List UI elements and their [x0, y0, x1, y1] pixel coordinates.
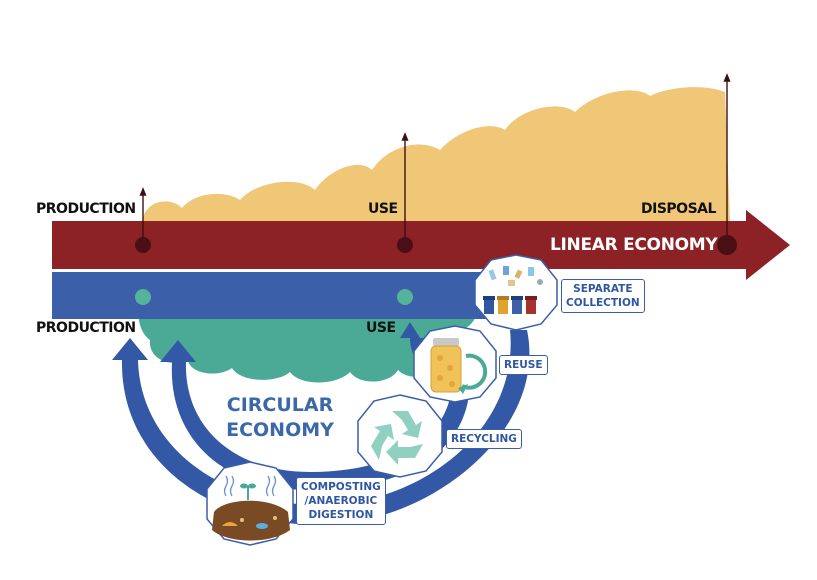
linear-production-label: PRODUCTION: [36, 201, 136, 217]
composting-line2: /ANAEROBIC: [304, 495, 378, 507]
recycling-badge: [357, 394, 443, 478]
separate-collection-tag: SEPARATE COLLECTION: [561, 279, 645, 313]
circular-economy-title-line1: CIRCULAR: [226, 394, 334, 416]
linear-economy-title: LINEAR ECONOMY: [550, 235, 718, 255]
separate-collection-line2: COLLECTION: [566, 297, 640, 309]
reuse-badge: [413, 325, 497, 403]
linear-disposal-label: DISPOSAL: [641, 201, 716, 217]
composting-badge: [206, 461, 294, 546]
linear-use-label: USE: [368, 201, 398, 217]
separate-collection-badge: [474, 254, 558, 331]
circular-economy-title-line2: ECONOMY: [226, 419, 334, 441]
composting-line3: DIGESTION: [308, 509, 374, 521]
composting-line1: COMPOSTING: [301, 481, 381, 493]
separate-collection-line1: SEPARATE: [573, 283, 633, 295]
circular-production-label: PRODUCTION: [36, 320, 136, 336]
linear-production-dot: [135, 237, 151, 253]
linear-use-dot: [397, 237, 413, 253]
circular-economy-band: [52, 272, 540, 319]
linear-economy-arrow: [52, 210, 790, 280]
recycling-tag: RECYCLING: [446, 429, 522, 449]
reuse-tag: REUSE: [499, 355, 548, 375]
linear-impact-cloud: [142, 87, 730, 222]
circular-production-dot: [135, 289, 151, 305]
circular-economy-title: CIRCULAR ECONOMY: [220, 393, 340, 443]
circular-use-dot: [397, 289, 413, 305]
circular-use-label: USE: [366, 320, 396, 336]
linear-disposal-dot: [717, 235, 737, 255]
composting-tag: COMPOSTING /ANAEROBIC DIGESTION: [296, 477, 386, 525]
